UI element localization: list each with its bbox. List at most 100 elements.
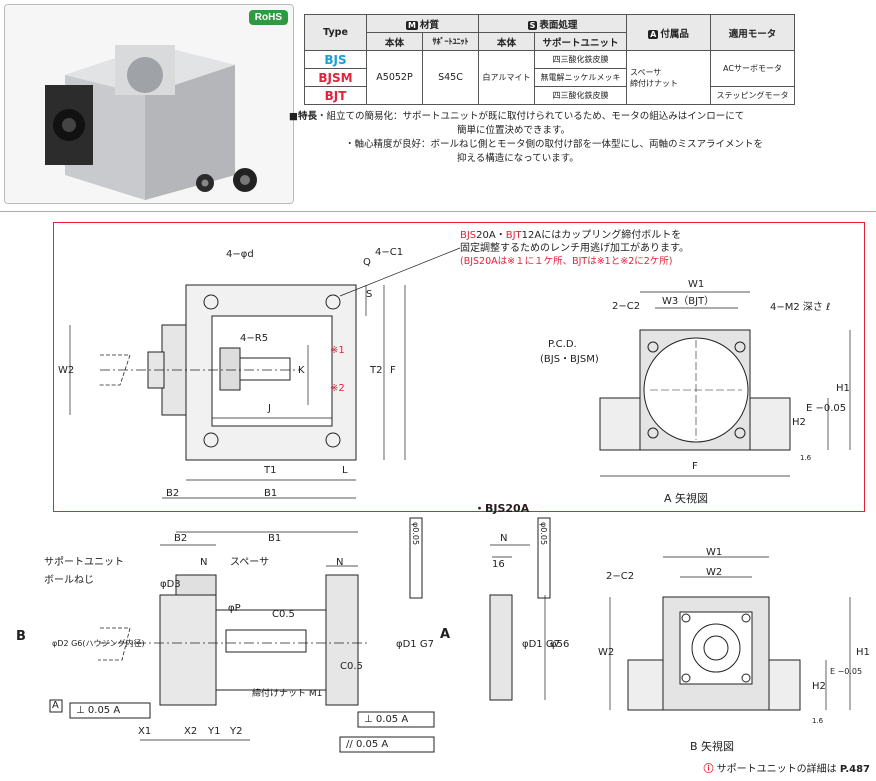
- surface-mark: S: [527, 20, 538, 30]
- dim-e-b: E −0.05: [830, 667, 863, 676]
- dim-h2-b: H2: [812, 681, 826, 692]
- feature-head: ■特長: [289, 111, 317, 122]
- dim-h1-b: H1: [856, 647, 870, 658]
- page-ref[interactable]: P.487: [839, 764, 870, 775]
- label-nut: 締付けナット M1: [252, 689, 323, 699]
- perp-tol-right: ⊥ 0.05 A: [364, 714, 409, 725]
- dim-b2: B2: [166, 488, 180, 499]
- section-view: [49, 517, 435, 753]
- dim-4-c1: 4−C1: [375, 247, 404, 258]
- dim-d1g7: φD1 G7: [396, 639, 434, 650]
- support-unit-header-small: ｻﾎﾟｰﾄﾕﾆｯﾄ: [422, 32, 479, 51]
- dim-x2: X2: [184, 726, 198, 737]
- dim-w2-side-b: W2: [598, 647, 615, 658]
- dim-d2: φD2 G6(ハウジング内径): [52, 639, 145, 648]
- parallel-tol: // 0.05 A: [346, 739, 389, 750]
- wrench-relief-note: BJS20A・BJT12Aにはカップリング締付ボルトを 固定調整するためのレンチ…: [460, 230, 689, 267]
- dim-t2: T2: [370, 365, 383, 376]
- dim-d1-side: φD1 G7: [522, 639, 560, 650]
- mark-2: ※2: [330, 383, 345, 394]
- label-support-unit: サポートユニット: [44, 557, 124, 568]
- dim-2-c2-b: 2−C2: [606, 571, 635, 582]
- dim-16: 16: [492, 559, 505, 570]
- dim-h2: H2: [792, 417, 806, 428]
- dim-l: L: [342, 465, 348, 476]
- type-bjt: BJT: [304, 86, 367, 105]
- dim-f: F: [390, 365, 396, 376]
- rohs-badge: RoHS: [248, 10, 288, 25]
- motor-header: 適用モータ: [710, 14, 795, 51]
- tol-phi-005-side: φ0.05: [539, 522, 548, 546]
- dim-4-m2: 4−M2 深さ ℓ: [770, 302, 831, 313]
- dim-e: E −0.05: [806, 403, 847, 414]
- material-body-value: A5052P: [366, 50, 423, 105]
- section-divider: [0, 211, 876, 212]
- dim-j: J: [268, 403, 271, 414]
- motor-ac-servo: ACサーボモータ: [710, 50, 795, 87]
- dim-d3: φD3: [160, 579, 181, 590]
- a-view: [599, 291, 851, 477]
- motor-stepping: ステッピングモータ: [710, 86, 795, 105]
- type-header: Type: [304, 14, 367, 51]
- dim-x1: X1: [138, 726, 152, 737]
- dim-c05b: C0.5: [340, 661, 363, 672]
- product-photo: RoHS: [4, 4, 294, 204]
- tol-phi-005: φ0.05: [411, 522, 420, 546]
- dim-q: Q: [363, 257, 371, 268]
- arrow-b: B: [16, 629, 26, 644]
- dim-w1: W1: [688, 279, 705, 290]
- dim-pcd: P.C.D.: [548, 339, 577, 350]
- dim-2-c2: 2−C2: [612, 301, 641, 312]
- dim-w1-b: W1: [706, 547, 723, 558]
- type-bjsm: BJSM: [304, 68, 367, 87]
- arrow-a: A: [440, 627, 451, 642]
- feature-2: ・軸心精度が良好：ボールねじ側とモータ側の取付け部を一体型にし、両軸のミスアライ…: [345, 139, 764, 150]
- datum-a: A: [52, 700, 59, 711]
- accessory-value: スペーサ締付けナット: [626, 50, 711, 105]
- dim-pcd-types: (BJS・BJSM): [540, 354, 599, 365]
- feature-list: ■特長・組立ての簡易化：サポートユニットが既に取付けられているため、モータの組込…: [289, 110, 874, 166]
- mark-1: ※1: [330, 345, 345, 356]
- b-view: [609, 556, 851, 711]
- dim-n: N: [200, 557, 208, 568]
- dim-w3: W3（BJT）: [662, 296, 715, 307]
- a-view-caption: A 矢視図: [664, 492, 709, 505]
- material-mark: M: [406, 20, 418, 30]
- dim-t1: T1: [264, 465, 277, 476]
- surface-body-value: 白アルマイト: [478, 50, 535, 105]
- label-ballscrew: ボールねじ: [44, 575, 94, 586]
- dim-b2-bottom: B2: [174, 533, 188, 544]
- dim-k: K: [298, 365, 305, 376]
- footer-reference[interactable]: ⓘ サポートユニットの詳細は P.487: [703, 764, 870, 775]
- bjs-bjt-drawing-frame: [53, 222, 865, 512]
- accessory-mark: A: [648, 29, 659, 39]
- info-icon: ⓘ: [703, 764, 714, 775]
- front-view-top: [69, 247, 461, 499]
- dim-p: φP: [228, 603, 241, 614]
- body2-header: 本体: [478, 32, 535, 51]
- dim-f-a: F: [692, 461, 698, 472]
- dim-w2-b: W2: [706, 567, 723, 578]
- dim-b1-bottom: B1: [268, 533, 282, 544]
- bjs20a-caption: ・BJS20A: [474, 502, 530, 515]
- dim-4-d: 4−φd: [226, 249, 254, 260]
- side-view: [489, 517, 551, 701]
- dim-w2: W2: [58, 365, 75, 376]
- type-bjs: BJS: [304, 50, 367, 69]
- coupling-bracket-illustration: [5, 5, 293, 203]
- b-view-caption: B 矢視図: [690, 740, 735, 753]
- surface-support-bjt: 四三酸化鉄皮膜: [534, 86, 627, 105]
- dim-c05: C0.5: [272, 609, 295, 620]
- roughness-b: 1.6: [812, 717, 824, 725]
- dim-h1: H1: [836, 383, 850, 394]
- roughness-a: 1.6: [800, 454, 812, 462]
- dim-s: S: [366, 289, 373, 300]
- perp-tol: ⊥ 0.05 A: [76, 705, 121, 716]
- dim-n-right: N: [336, 557, 344, 568]
- label-spacer: スペーサ: [230, 557, 270, 568]
- dim-y2: Y2: [230, 726, 243, 737]
